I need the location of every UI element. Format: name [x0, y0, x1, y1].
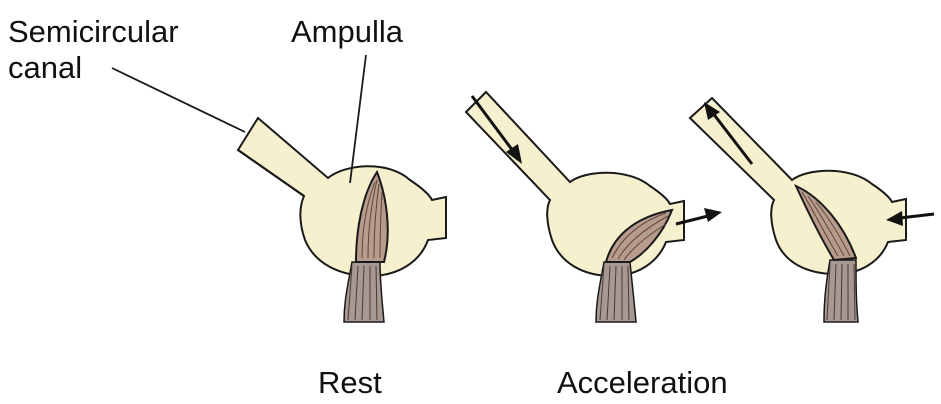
semicircular-canal-leader: [112, 68, 245, 132]
semicircular-label: Semicircular: [8, 15, 179, 49]
rest-panel: [112, 55, 446, 322]
accel1-ampulla-body: [466, 92, 684, 276]
rest-caption: Rest: [318, 366, 382, 400]
acceleration-caption: Acceleration: [557, 366, 728, 400]
ampulla-label: Ampulla: [291, 15, 403, 49]
rest-ampulla-body: [238, 118, 446, 276]
canal-label: canal: [8, 51, 82, 85]
accel1-outflow-arrowhead: [704, 208, 722, 222]
ampulla-leader: [350, 55, 366, 183]
acceleration-panel-2: [690, 98, 934, 322]
acceleration-panel-1: [466, 92, 722, 322]
